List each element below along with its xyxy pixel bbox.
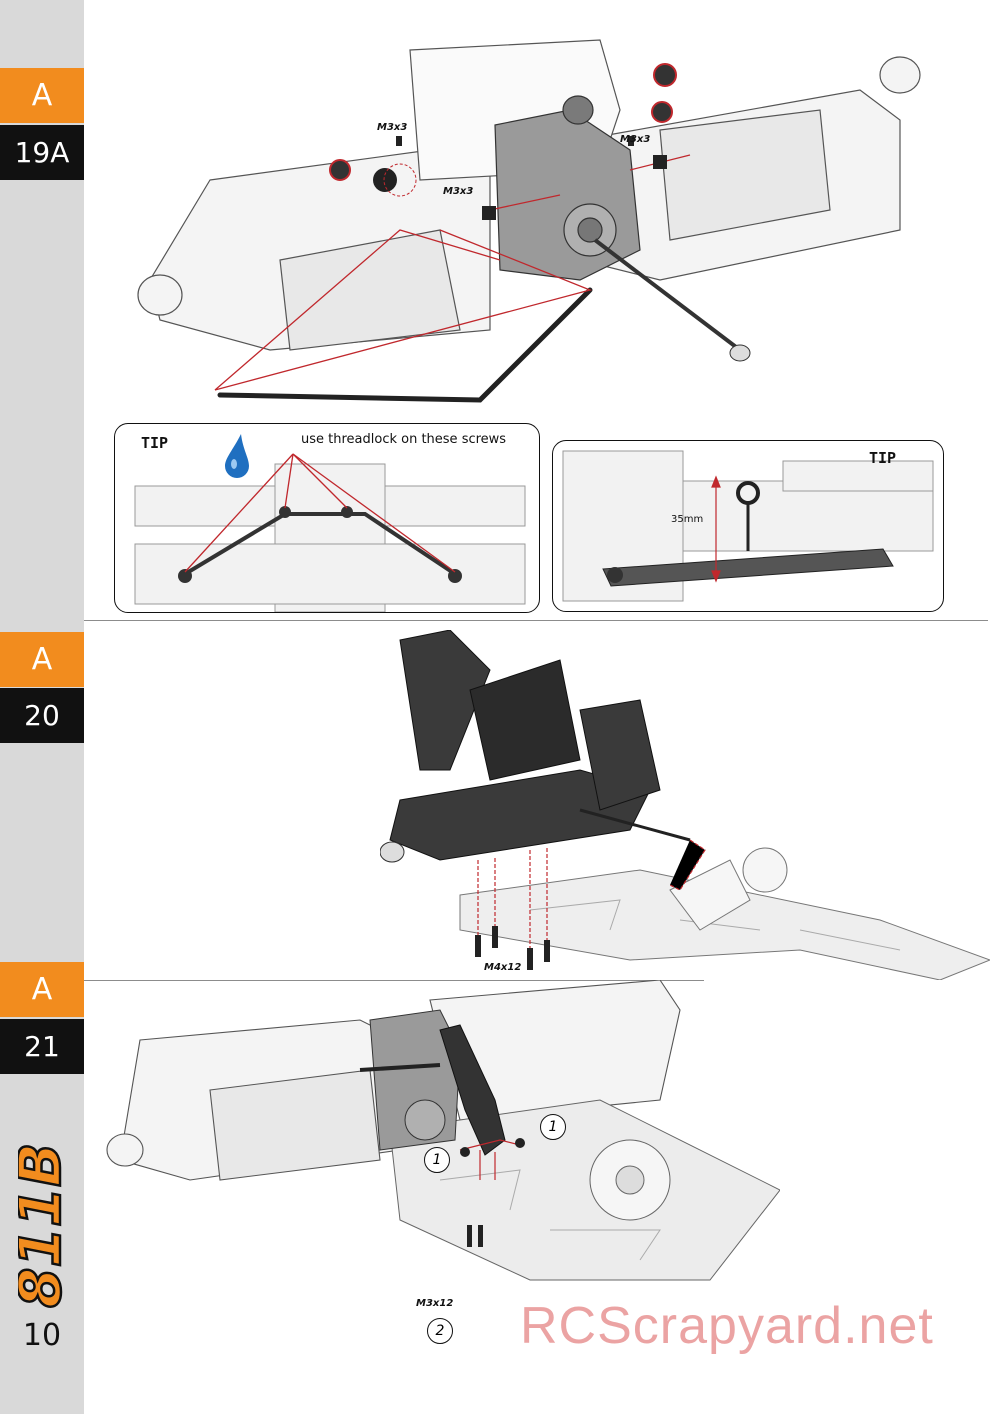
screw-callout: M3x3 (377, 122, 408, 133)
screw-callout: M3x3 (620, 134, 651, 145)
screw-callout: M3x3 (443, 186, 474, 197)
step-marker: 1 (540, 1114, 566, 1140)
page-number: 10 (22, 1318, 62, 1353)
dimension-label: 35mm (671, 514, 704, 525)
step-number: 20 (0, 688, 84, 743)
step20-illustration (380, 630, 990, 980)
tip-text: use threadlock on these screws (301, 432, 507, 447)
step19a-illustration (137, 39, 921, 403)
step-marker: 1 (424, 1147, 450, 1173)
step-marker: 2 (427, 1318, 453, 1344)
section-tab: A (0, 632, 84, 687)
watermark-text: RCScrapyard.net (520, 1297, 934, 1355)
tip-label: TIP (141, 434, 169, 452)
tip-label: TIP (869, 449, 897, 467)
tip-dimension-illustration (562, 450, 934, 602)
section-divider (84, 980, 704, 981)
screw-callout: M4x12 (484, 962, 522, 973)
logo-text: 811B (18, 1143, 68, 1308)
tip-box-dimension: TIP 35mm (552, 440, 944, 612)
tip-threadlock-illustration (134, 434, 526, 612)
step-number: 21 (0, 1019, 84, 1074)
brand-logo: 811B (18, 1141, 68, 1309)
tip-box-threadlock: TIP use threadlock on these screws (114, 423, 540, 613)
section-tab: A (0, 962, 84, 1017)
step21-illustration (106, 980, 780, 1281)
step-number: 19A (0, 125, 84, 180)
section-tab: A (0, 68, 84, 123)
screw-callout: M3x12 (416, 1298, 454, 1309)
section-divider (84, 620, 988, 621)
